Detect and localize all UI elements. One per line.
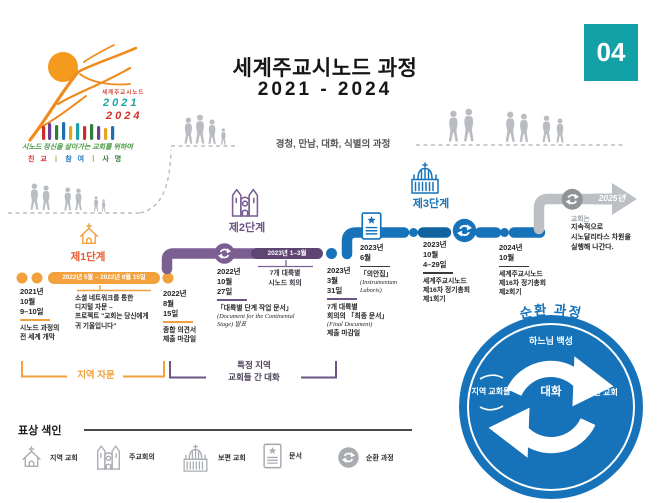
stage1-bracket-label: 지역 자문 — [77, 370, 115, 381]
future-note: 교회는 지속적으로 시노달리타스 차원을 실행해 나간다. — [571, 213, 641, 252]
legend-label: 주교회의 — [129, 453, 155, 461]
event-subtitle: (Final Document) — [327, 321, 373, 329]
stage2-period-text: 2023년 1–3월 — [267, 250, 307, 257]
motto-part3: 사 명 — [102, 156, 124, 163]
event-date: 2021년 10월 9–10일 — [20, 287, 44, 316]
stage3-cycle-icon — [453, 219, 476, 242]
path-caption: 경청, 만남, 대화, 식별의 과정 — [275, 139, 391, 150]
stage2-caption: 7개 대륙별 시노드 회의 — [268, 270, 302, 287]
event-continental-document: 2022년 10월 27일 「대륙별 단계 작업 문서」 (Document f… — [217, 267, 305, 329]
motto-part2: 참 여 — [65, 156, 87, 163]
page-number-badge: 04 — [584, 24, 638, 81]
document-icon — [263, 443, 282, 469]
cycle-icon — [338, 447, 359, 468]
event-assembly-session1: 2023년 10월 4–29일 세계주교시노드 제16차 정기총회 제1회기 — [423, 240, 485, 304]
legend-item-local-church: 지역 교회 — [20, 446, 78, 469]
future-cycle-icon — [562, 189, 583, 210]
cycle-right-label: 보편 교회 — [586, 388, 618, 397]
logo-year-2021: 2021 — [103, 97, 140, 109]
event-rule — [327, 298, 357, 300]
cycle-center-label: 대화 — [540, 386, 562, 398]
event-rule — [217, 299, 247, 301]
stage1-period-pill: 2022년 5월 – 2022년 8월 15일 — [48, 272, 160, 284]
local-church-icon — [20, 446, 43, 469]
cycle-title: 순환 과정 — [518, 301, 584, 321]
legend-item-cycle: 순환 과정 — [338, 447, 394, 468]
stage1-bar — [16, 272, 174, 292]
event-date: 2022년 8월 15일 — [163, 289, 187, 318]
event-date: 2024년 10월 — [499, 243, 523, 262]
synod-logo-art — [28, 44, 138, 142]
walking-path — [8, 144, 624, 214]
event-final-document: 2023년 3월 31일 7개 대륙별 회의의 「최종 문서」 (Final D… — [327, 266, 391, 338]
bracket-lines — [21, 361, 337, 379]
future-arrow — [533, 183, 637, 235]
legend-label: 순환 과정 — [366, 454, 394, 462]
stage2-period-pill: 2023년 1–3월 — [251, 248, 323, 259]
legend-label: 지역 교회 — [50, 454, 78, 462]
event-date: 2023년 10월 4–29일 — [423, 240, 447, 269]
event-rule — [20, 319, 50, 321]
logo-slogan: 시노드 정신을 살아가는 교회를 위하여 — [22, 144, 133, 151]
legend-item-basilica: 보편 교회 — [180, 444, 246, 472]
legend-item-document: 문서 — [263, 443, 302, 469]
stage2-label: 제2단계 — [228, 222, 266, 234]
basilica-icon — [407, 162, 443, 194]
motto-sep1: ㅣ — [52, 156, 62, 163]
document-icon — [361, 211, 382, 241]
legend-label: 문서 — [289, 453, 302, 460]
event-instrumentum-laboris: 2023년 6월 「의안집」 (Instrumentum Laboris) — [360, 243, 416, 296]
stage2-cycle-icon — [214, 243, 234, 263]
legend-item-cathedral: 주교회의 — [95, 443, 155, 470]
legend-label: 보편 교회 — [218, 455, 246, 462]
event-subtitle: (Document for the Continental Stage) 발표 — [217, 312, 295, 329]
event-synod-opening: 2021년 10월 9–10일 시노드 과정의 전 세계 개막 — [20, 287, 72, 342]
logo-motto: 친 교 ㅣ 참 여 ㅣ 사 명 — [28, 154, 168, 164]
event-date: 2023년 6월 — [360, 243, 384, 262]
event-tail: 제출 마감일 — [327, 330, 361, 338]
event-submission-deadline: 2022년 8월 15일 종합 의견서 제출 마감일 — [163, 289, 211, 344]
cycle-top-label: 하느님 백성 — [529, 336, 573, 346]
event-desc: 세계주교시노드 제16차 정기총회 제2회기 — [499, 271, 546, 297]
motto-sep2: ㅣ — [89, 156, 99, 163]
logo-people-art — [42, 122, 115, 140]
cathedral-icon — [95, 443, 122, 470]
event-date: 2022년 10월 27일 — [217, 267, 241, 296]
stage2-bar — [161, 243, 313, 275]
event-desc: 세계주교시노드 제16차 정기총회 제1회기 — [423, 277, 470, 304]
event-title: 「대륙별 단계 작업 문서」 — [217, 304, 293, 312]
stage1-label: 제1단계 — [70, 251, 106, 263]
event-rule — [163, 321, 193, 323]
event-assembly-session2: 2024년 10월 세계주교시노드 제16차 정기총회 제2회기 — [499, 243, 557, 298]
legend-title: 표상 색인 — [18, 425, 62, 437]
event-desc: 종합 의견서 제출 마감일 — [163, 326, 197, 343]
event-title: 7개 대륙별 회의의 「최종 문서」 — [327, 303, 389, 320]
future-note-lead: 교회는 — [571, 216, 590, 223]
motto-part1: 친 교 — [28, 156, 49, 163]
event-desc: 시노드 과정의 전 세계 개막 — [20, 324, 60, 341]
event-rule — [423, 272, 453, 274]
basilica-icon — [180, 444, 211, 472]
page-title-years: 2021 - 2024 — [257, 79, 393, 100]
future-note-body: 지속적으로 시노달리타스 차원을 실행해 나간다. — [571, 224, 631, 251]
cathedral-icon — [229, 186, 261, 217]
digital-consultation-note: 소셜 네트워크를 통한 디지털 자문 – 프로젝트 "교회는 당신에게 귀 기울… — [75, 295, 149, 330]
event-title: 「의안집」 — [360, 271, 393, 278]
event-date: 2023년 3월 31일 — [327, 266, 351, 295]
cycle-left-label: 지역 교회들 — [471, 387, 511, 396]
church-icon — [77, 223, 101, 246]
legend-divider — [84, 429, 412, 431]
stage1-period-text: 2022년 5월 – 2022년 8월 15일 — [62, 274, 146, 281]
cycle-diagram: 순환 과정 — [459, 301, 643, 499]
future-year-label: 2025년 — [598, 193, 626, 203]
event-rule — [360, 265, 390, 267]
event-subtitle: (Instrumentum Laboris) — [360, 279, 398, 295]
stage3-label: 제3단계 — [412, 198, 450, 210]
page-title: 세계주교시노드 과정 — [232, 57, 418, 80]
logo-brand-text: 세계주교시노드 — [102, 90, 145, 96]
logo-year-2024: 2024 — [106, 110, 143, 122]
stage2-bracket-label: 특정 지역 교회들 간 대화 — [228, 360, 280, 382]
event-rule — [499, 265, 529, 267]
